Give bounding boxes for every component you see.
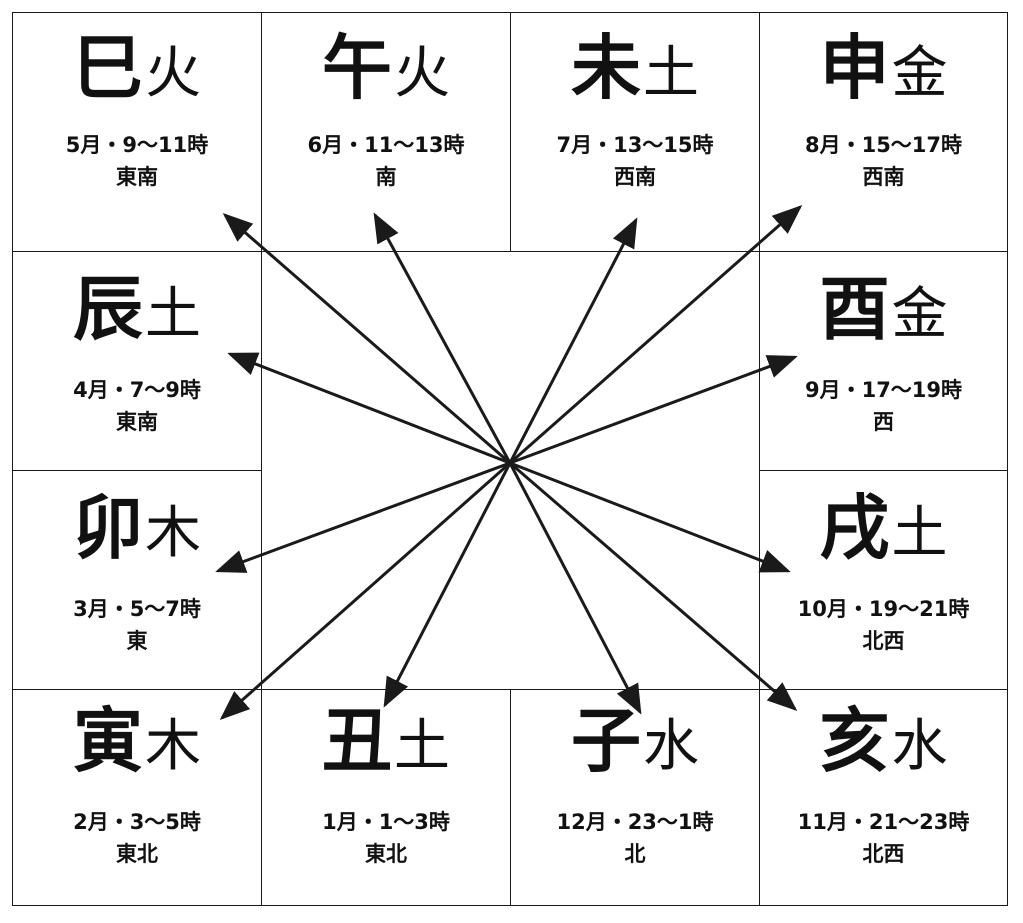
element-char: 土 [145,282,201,347]
element-char: 火 [145,41,201,106]
cell-ushi: 丑土 1月・1〜3時 東北 [261,689,511,906]
cell-heading: 亥水 [760,706,1007,776]
cell-si: 巳火 5月・9〜11時 東南 [12,12,262,252]
cell-tori: 酉金 9月・17〜19時 西 [759,251,1008,471]
cell-heading: 卯木 [13,493,261,563]
branch-char: 申 [819,27,890,109]
time-label: 11月・21〜23時 [797,810,970,834]
time-label: 9月・17〜19時 [804,378,963,402]
element-char: 金 [891,282,948,347]
cell-hitsuji: 未土 7月・13〜15時 西南 [510,12,760,252]
time-label: 12月・23〜1時 [556,810,714,834]
cell-heading: 酉金 [760,274,1007,344]
branch-char: 子 [571,700,641,782]
element-char: 土 [394,714,450,779]
element-char: 木 [145,501,201,566]
cell-ne: 子水 12月・23〜1時 北 [510,689,760,906]
cell-heading: 寅木 [13,706,261,776]
cell-i: 亥水 11月・21〜23時 北西 [759,689,1008,906]
cell-heading: 未土 [511,33,759,103]
element-char: 木 [145,714,201,779]
time-label: 1月・1〜3時 [322,810,450,834]
cell-saru: 申金 8月・15〜17時 西南 [759,12,1008,252]
cell-uma: 午火 6月・11〜13時 南 [261,12,511,252]
time-label: 8月・15〜17時 [804,133,963,157]
element-char: 火 [394,41,450,106]
branch-char: 丑 [322,700,392,782]
direction-label: 西南 [862,165,905,189]
direction-label: 東北 [365,842,407,866]
cell-heading: 申金 [760,33,1007,103]
branch-char: 辰 [73,268,143,350]
direction-label: 東南 [116,165,158,189]
direction-label: 北西 [862,629,905,653]
time-label: 7月・13〜15時 [556,133,714,157]
branch-char: 午 [322,27,392,109]
element-char: 水 [643,714,699,779]
direction-label: 北西 [862,842,905,866]
direction-label: 東 [126,629,148,653]
time-label: 4月・7〜9時 [73,378,201,402]
time-label: 2月・3〜5時 [73,810,201,834]
cell-heading: 巳火 [13,33,261,103]
cell-tatsu: 辰土 4月・7〜9時 東南 [12,251,262,471]
direction-label: 南 [375,165,397,189]
branch-char: 未 [571,27,641,109]
cell-heading: 辰土 [13,274,261,344]
branch-char: 戌 [819,487,890,569]
direction-label: 東北 [116,842,158,866]
branch-char: 卯 [73,487,143,569]
time-label: 10月・19〜21時 [797,597,970,621]
cell-heading: 戌土 [760,493,1007,563]
branch-char: 亥 [819,700,890,782]
cell-heading: 子水 [511,706,759,776]
branch-char: 巳 [73,27,143,109]
branch-char: 酉 [819,268,890,350]
cell-u: 卯木 3月・5〜7時 東 [12,470,262,690]
element-char: 金 [891,41,948,106]
cell-heading: 丑土 [262,706,510,776]
time-label: 5月・9〜11時 [65,133,209,157]
element-char: 水 [891,714,948,779]
element-char: 土 [643,41,699,106]
cell-tora: 寅木 2月・3〜5時 東北 [12,689,262,906]
direction-label: 北 [624,842,646,866]
element-char: 土 [891,501,948,566]
direction-label: 西南 [614,165,656,189]
time-label: 6月・11〜13時 [307,133,465,157]
cell-heading: 午火 [262,33,510,103]
branch-char: 寅 [73,700,143,782]
cell-inu: 戌土 10月・19〜21時 北西 [759,470,1008,690]
direction-label: 西 [873,410,894,434]
direction-label: 東南 [116,410,158,434]
time-label: 3月・5〜7時 [73,597,201,621]
